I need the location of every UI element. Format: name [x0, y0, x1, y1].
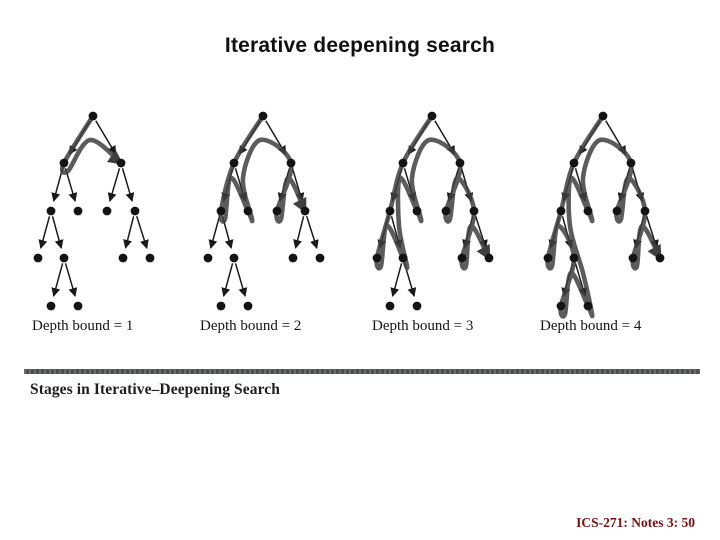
tree-diagrams: [0, 95, 720, 330]
tree-node: [216, 301, 226, 311]
tree-node: [612, 206, 622, 216]
tree-node: [33, 253, 43, 263]
tree-node: [372, 253, 382, 263]
tree-node: [243, 206, 253, 216]
tree-node: [655, 253, 665, 263]
tree-node: [455, 158, 465, 168]
tree-node: [272, 206, 282, 216]
tree-edge: [221, 263, 234, 297]
tree-node: [145, 253, 155, 263]
tree-node: [116, 158, 126, 168]
tree-edge: [51, 263, 64, 297]
tree-edge: [135, 215, 149, 250]
tree-node: [543, 253, 553, 263]
traversal-path-depth-1: [59, 113, 124, 175]
tree-node: [640, 206, 650, 216]
tree-node: [412, 301, 422, 311]
tree-edge: [51, 168, 64, 202]
trees-svg: [33, 111, 665, 319]
tree-edge: [107, 168, 121, 202]
traversal-path-depth-3: [374, 113, 492, 271]
tree-edge: [121, 168, 135, 202]
tree-stage-depth-4: [543, 111, 665, 319]
tree-node: [229, 253, 239, 263]
tree-node: [484, 253, 494, 263]
tree-edge: [234, 263, 248, 297]
tree-node: [626, 158, 636, 168]
traversal-path-depth-4: [545, 113, 663, 319]
tree-stage-depth-1: [33, 111, 155, 311]
tree-node: [288, 253, 298, 263]
tree-node: [598, 111, 608, 121]
tree-node: [300, 206, 310, 216]
tree-edge: [51, 216, 64, 249]
tree-node: [469, 206, 479, 216]
tree-edge: [123, 216, 135, 249]
tree-node: [130, 206, 140, 216]
tree-edge: [390, 263, 403, 297]
tree-node: [583, 206, 593, 216]
depth-bound-label-1: Depth bound = 1: [32, 318, 134, 334]
tree-node: [412, 206, 422, 216]
tree-node: [315, 253, 325, 263]
tree-node: [59, 253, 69, 263]
tree-node: [88, 111, 98, 121]
tree-edge: [38, 216, 51, 249]
tree-node: [441, 206, 451, 216]
tree-edge: [305, 215, 319, 250]
tree-node: [556, 301, 566, 311]
tree-node: [118, 253, 128, 263]
footer-course-label: ICS-271: Notes 3: 50: [576, 515, 695, 530]
tree-edge: [293, 216, 305, 249]
tree-node: [398, 158, 408, 168]
tree-node: [385, 301, 395, 311]
tree-node: [569, 253, 579, 263]
divider-bar: [24, 369, 700, 374]
figure-caption: Stages in Iterative–Deepening Search: [30, 381, 280, 398]
tree-node: [569, 158, 579, 168]
tree-node: [427, 111, 437, 121]
tree-node: [628, 253, 638, 263]
depth-bound-label-3: Depth bound = 3: [372, 318, 474, 334]
tree-node: [583, 301, 593, 311]
tree-edge: [208, 216, 221, 249]
tree-node: [73, 206, 83, 216]
tree-node: [243, 301, 253, 311]
tree-node: [286, 158, 296, 168]
depth-bound-label-2: Depth bound = 2: [200, 318, 302, 334]
tree-node: [216, 206, 226, 216]
tree-node: [73, 301, 83, 311]
tree-node: [59, 158, 69, 168]
tree-node: [556, 206, 566, 216]
tree-node: [229, 158, 239, 168]
page-title: Iterative deepening search: [224, 34, 496, 57]
tree-node: [457, 253, 467, 263]
tree-stage-depth-2: [203, 111, 325, 311]
tree-node: [385, 206, 395, 216]
tree-node: [258, 111, 268, 121]
tree-node: [398, 253, 408, 263]
tree-stage-depth-3: [372, 111, 494, 311]
depth-bound-label-4: Depth bound = 4: [540, 318, 642, 334]
tree-node: [102, 206, 112, 216]
tree-node: [46, 206, 56, 216]
tree-node: [46, 301, 56, 311]
tree-edge: [95, 120, 117, 155]
traversal-path-depth-2: [218, 113, 308, 224]
tree-node: [203, 253, 213, 263]
tree-edge: [64, 263, 78, 297]
